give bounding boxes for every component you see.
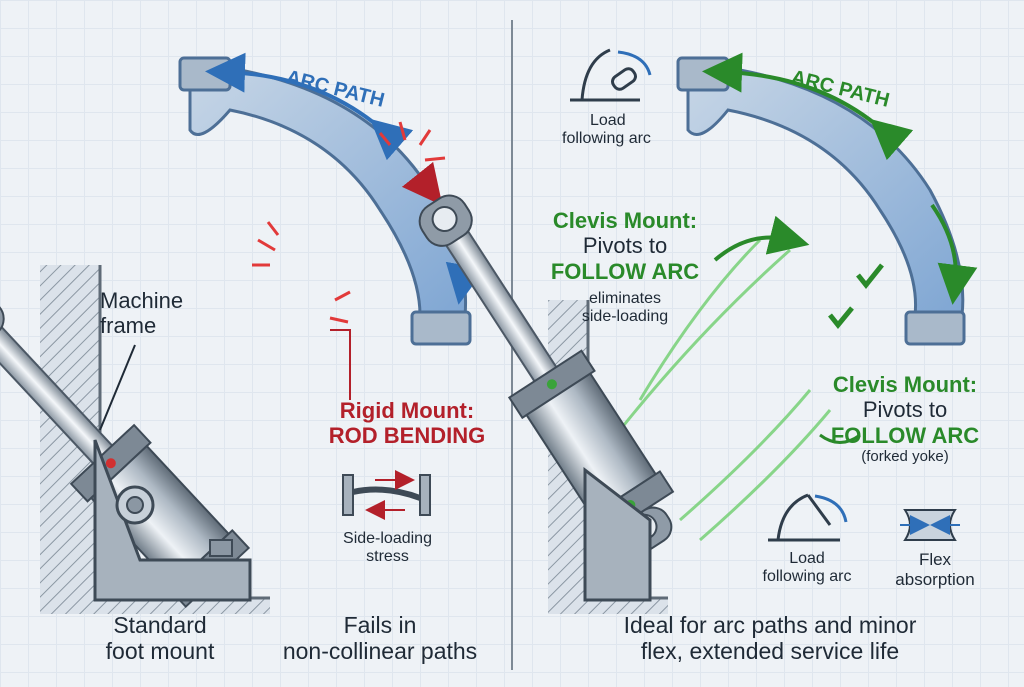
load-following-arc-icon [768,493,848,542]
load-top-line2: following arc [562,130,651,148]
side-loading-stress-line1: Side-loading [343,530,432,547]
load-following-arc-caption-top: Load following arc [562,112,651,149]
fails-caption-line2: non-collinear paths [282,638,478,665]
ideal-caption-line2: flex, extended service life [640,638,900,665]
clevis-a-line1: Clevis Mount: [552,208,698,233]
clevis-b-line4: (forked yoke) [861,447,949,465]
rigid-mount-title-line1: Rigid Mount: [339,398,475,423]
rigid-mount-title: Rigid Mount: ROD BENDING [322,398,492,449]
clevis-pointer-bottom [819,433,861,444]
pivot-flow-lines [618,238,832,542]
machine-frame-label: Machine frame [100,288,183,339]
check-icon [856,263,884,290]
load-following-arc-caption-bottom: Load following arc [752,550,862,587]
side-loading-stress-line2: stress [366,548,409,566]
stress-burst-rod [252,221,351,324]
standard-foot-mount-caption: Standard foot mount [80,612,240,665]
arc-arrow-left [205,52,414,161]
clevis-a-line4: eliminates [588,289,662,307]
clevis-mount-right [583,466,652,602]
flex-line1: Flex [918,550,952,569]
load-bottom-line1: Load [789,550,825,567]
ideal-caption: Ideal for arc paths and minor flex, exte… [540,612,1000,665]
flex-line2: absorption [895,569,975,589]
flex-absorption-caption: Flex absorption [880,550,990,589]
clevis-mount-callout-a: Clevis Mount: Pivots to FOLLOW ARC elimi… [520,208,730,327]
load-top-line1: Load [590,112,626,129]
arc-track-left [178,56,472,346]
clevis-a-line2: Pivots to [582,233,668,259]
foot-mount-left [93,439,252,602]
clevis-arrow-top [713,215,810,262]
fails-caption-line1: Fails in [343,612,417,638]
rigid-pointer [330,329,351,400]
standard-foot-mount-line2: foot mount [105,638,215,665]
clevis-b-line1: Clevis Mount: [832,372,978,397]
fails-caption: Fails in non-collinear paths [265,612,495,665]
check-icon [828,306,854,329]
clevis-a-line5: side-loading [581,308,669,326]
side-loading-stress-label: Side-loading stress [330,530,445,567]
arc-arrow-right [702,52,914,161]
clevis-mount-callout-b: Clevis Mount: Pivots to FOLLOW ARC (fork… [800,372,1010,465]
flex-absorption-icon [900,509,960,541]
load-following-arc-icon [570,48,652,102]
rigid-mount-title-line2: ROD BENDING [328,423,486,449]
standard-foot-mount-line1: Standard [113,612,207,638]
clevis-a-line3: FOLLOW ARC [550,258,700,284]
clevis-b-line3: FOLLOW ARC [830,422,980,448]
side-loading-stress-icon [342,470,431,520]
ideal-caption-line1: Ideal for arc paths and minor [623,612,917,638]
stress-burst-top [378,121,446,162]
frame-pointer [99,344,136,431]
load-bottom-line2: following arc [762,568,852,586]
machine-frame-label-line1: Machine [100,288,184,313]
arc-arrow-right-lower [930,203,978,305]
clevis-b-line2: Pivots to [862,397,948,423]
machine-frame-label-line2: frame [100,313,157,339]
